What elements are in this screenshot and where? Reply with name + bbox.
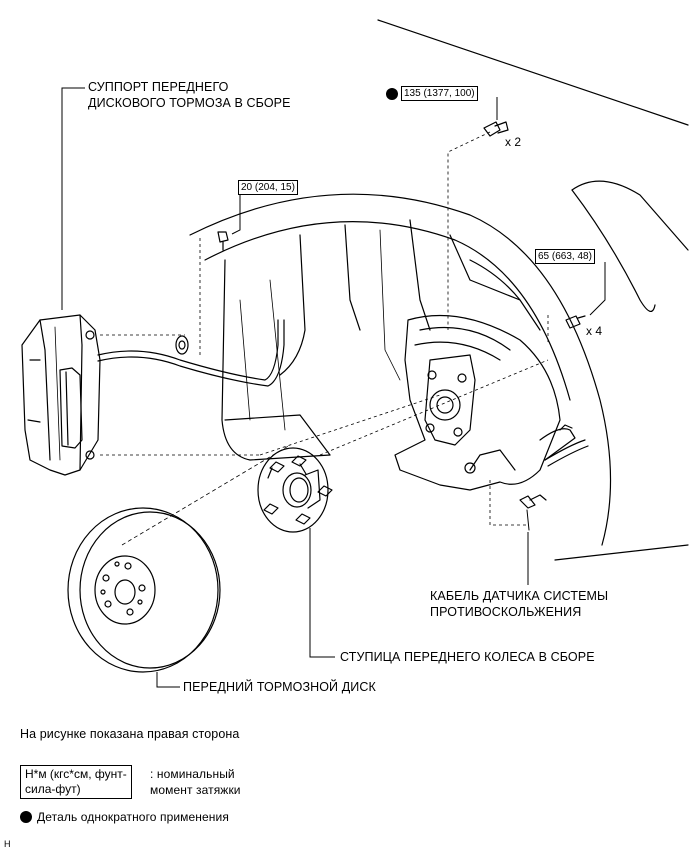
single-use-legend-text: Деталь однократного применения	[37, 810, 229, 824]
axle-hub	[257, 447, 333, 533]
alignment-line	[121, 444, 291, 546]
disc-label: ПЕРЕДНИЙ ТОРМОЗНОЙ ДИСК	[183, 680, 376, 694]
legend-unit-line-1: Н*м (кгс*см, фунт-	[25, 767, 127, 781]
hub-bolt	[565, 315, 586, 329]
legend-desc-line-2: момент затяжки	[150, 783, 241, 797]
torque-unit-legend-desc: : номинальный момент затяжки	[150, 766, 241, 798]
hub-leader	[309, 528, 335, 658]
legend-unit-line-2: сила-фут)	[25, 782, 81, 796]
hose-torque-leader	[231, 191, 241, 235]
disc-leader	[156, 672, 180, 688]
alignment-line	[259, 394, 441, 456]
hub-label: СТУПИЦА ПЕРЕДНЕГО КОЛЕСА В СБОРЕ	[340, 650, 595, 664]
hub-bolt-qty: x 4	[586, 324, 603, 338]
sensor-cable-label-line-1: КАБЕЛЬ ДАТЧИКА СИСТЕМЫ	[430, 589, 609, 603]
single-use-marker	[386, 88, 398, 100]
torque-unit-legend-box: Н*м (кгс*см, фунт- сила-фут)	[20, 765, 132, 799]
knuckle-bolt	[483, 121, 509, 137]
caliper-leader	[61, 87, 85, 310]
car-body-outline	[377, 19, 689, 561]
caliper-label-line-1: СУППОРТ ПЕРЕДНЕГО	[88, 80, 229, 94]
alignment-line	[447, 131, 491, 330]
hub-bolt-torque: 65 (663, 48)	[535, 249, 595, 264]
side-note: На рисунке показана правая сторона	[20, 727, 240, 741]
sensor-cable-label-line-2: ПРОТИВОСКОЛЬЖЕНИЯ	[430, 605, 582, 619]
hose-bolt	[217, 231, 229, 251]
sensor-cable	[519, 439, 589, 531]
alignment-line	[489, 480, 528, 526]
hub-torque-leader	[589, 262, 606, 316]
brake-disc	[67, 507, 221, 673]
single-use-legend-dot	[20, 811, 32, 823]
fender-liner	[189, 193, 612, 546]
brake-hose	[97, 319, 285, 387]
brake-caliper	[21, 314, 101, 476]
knuckle-bolt-qty: x 2	[505, 135, 522, 149]
hose-bolt-torque: 20 (204, 15)	[238, 180, 298, 195]
steering-knuckle	[394, 314, 576, 491]
caliper-label-line-2: ДИСКОВОГО ТОРМОЗА В СБОРЕ	[88, 96, 291, 110]
sensor-cable-label: КАБЕЛЬ ДАТЧИКА СИСТЕМЫ ПРОТИВОСКОЛЬЖЕНИЯ	[430, 588, 608, 620]
caliper-label: СУППОРТ ПЕРЕДНЕГО ДИСКОВОГО ТОРМОЗА В СБ…	[88, 79, 291, 111]
knuckle-bolt-torque: 135 (1377, 100)	[401, 86, 478, 101]
alignment-line	[319, 359, 549, 456]
corner-mark: H	[4, 839, 11, 849]
legend-desc-line-1: : номинальный	[150, 767, 235, 781]
